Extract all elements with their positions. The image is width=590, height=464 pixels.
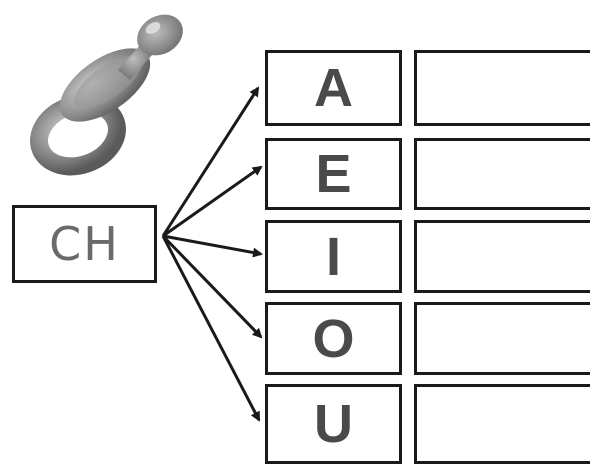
answer-box-i[interactable]: [414, 220, 590, 293]
vowel-box-i: I: [265, 220, 402, 293]
vowel-box-o: O: [265, 302, 402, 375]
vowel-box-e: E: [265, 138, 402, 210]
answer-box-a[interactable]: [414, 50, 590, 126]
vowel-label: O: [312, 308, 354, 370]
answer-box-e[interactable]: [414, 138, 590, 210]
vowel-label: E: [315, 143, 351, 205]
vowel-box-a: A: [265, 50, 402, 126]
vowel-label: A: [314, 57, 353, 119]
vowel-box-u: U: [265, 384, 402, 464]
vowel-label: I: [326, 226, 341, 288]
answer-box-u[interactable]: [414, 384, 590, 464]
answer-box-o[interactable]: [414, 302, 590, 375]
vowel-label: U: [314, 393, 353, 455]
arrow-to-u: [163, 236, 259, 420]
arrow-to-a: [163, 88, 258, 236]
arrow-to-e: [163, 167, 261, 236]
syllable-diagram: CH A E I O U: [0, 0, 590, 454]
